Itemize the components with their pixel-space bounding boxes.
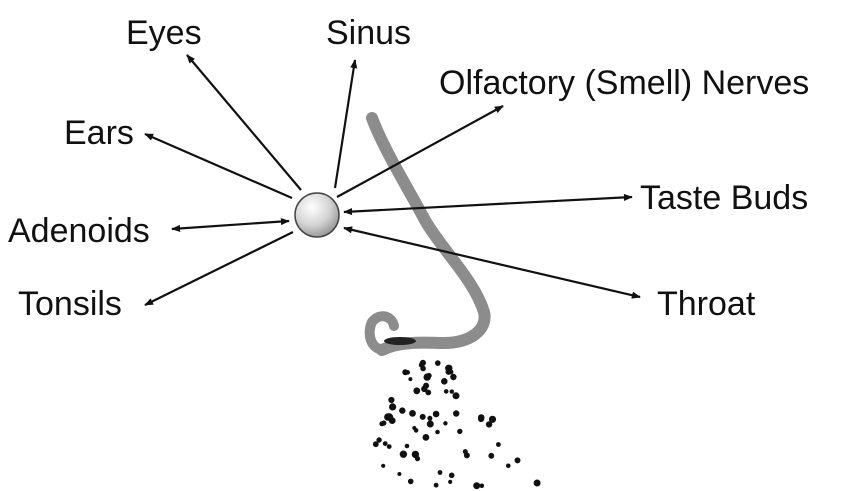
spray-particle — [435, 360, 441, 366]
arrow-adenoids — [172, 221, 289, 229]
spray-particle — [427, 421, 434, 428]
spray-particle — [405, 370, 410, 375]
spray-particles-icon — [373, 360, 541, 489]
spray-particle — [488, 453, 494, 459]
spray-particle — [405, 444, 410, 449]
spray-particle — [389, 403, 396, 410]
spray-particle — [427, 416, 432, 421]
spray-particle — [435, 430, 440, 435]
arrow-sinus — [335, 60, 355, 188]
spray-particle — [388, 397, 394, 403]
spray-particle — [496, 442, 501, 447]
spray-particle — [383, 441, 388, 446]
label-ears: Ears — [64, 114, 134, 152]
spray-particle — [473, 482, 480, 489]
spray-particle — [450, 374, 456, 380]
spray-particle — [408, 479, 414, 485]
label-throat: Throat — [657, 285, 756, 323]
arrow-ears — [145, 134, 292, 198]
spray-particle — [397, 472, 401, 476]
spray-particle — [381, 420, 386, 425]
spray-particle — [426, 373, 431, 378]
spray-particle — [408, 377, 412, 381]
spray-particle — [423, 434, 430, 441]
spray-particle — [453, 410, 459, 416]
spray-particle — [409, 410, 416, 417]
spray-particle — [478, 414, 485, 421]
spray-particle — [421, 386, 427, 392]
spray-particle — [515, 457, 521, 463]
spray-particle — [420, 360, 426, 366]
arrow-tonsils — [145, 232, 293, 305]
spray-particle — [506, 464, 511, 469]
spray-particle — [534, 480, 541, 487]
spray-particle — [463, 449, 468, 454]
spray-particle — [387, 444, 392, 449]
spray-particle — [444, 389, 449, 394]
spray-particle — [489, 416, 496, 423]
arrow-olfactory — [337, 106, 503, 197]
spray-particle — [400, 451, 407, 458]
label-taste-buds: Taste Buds — [640, 179, 808, 217]
sphere-icon — [295, 193, 339, 237]
spray-particle — [480, 484, 485, 489]
spray-particle — [412, 451, 419, 458]
spray-particle — [438, 470, 443, 475]
spray-particle — [413, 387, 420, 394]
nostril-opening — [384, 337, 416, 345]
spray-particle — [420, 414, 426, 420]
spray-particle — [384, 413, 392, 421]
label-sinus: Sinus — [326, 14, 411, 52]
spray-particle — [399, 407, 405, 413]
spray-particle — [412, 426, 416, 430]
spray-particle — [420, 366, 426, 372]
spray-particle — [441, 378, 448, 385]
spray-particle — [449, 473, 455, 479]
arrow-throat — [344, 228, 640, 297]
label-adenoids: Adenoids — [8, 212, 150, 250]
spray-particle — [376, 437, 381, 442]
label-eyes: Eyes — [126, 14, 202, 52]
label-olfactory-nerves: Olfactory (Smell) Nerves — [439, 64, 809, 102]
labels: Eyes Sinus Olfactory (Smell) Nerves Ears… — [8, 14, 809, 323]
spray-particle — [449, 370, 454, 375]
nose-profile-icon — [370, 118, 485, 350]
spray-particle — [381, 464, 385, 468]
spray-particle — [434, 483, 439, 488]
label-tonsils: Tonsils — [18, 285, 122, 323]
spray-particle — [450, 389, 454, 393]
spray-particle — [453, 392, 460, 399]
spray-particle — [448, 480, 452, 484]
spray-particle — [443, 421, 447, 425]
arrow-eyes — [187, 55, 301, 190]
spray-particle — [457, 429, 462, 434]
arrow-taste-buds — [344, 197, 632, 212]
spray-particle — [433, 411, 440, 418]
